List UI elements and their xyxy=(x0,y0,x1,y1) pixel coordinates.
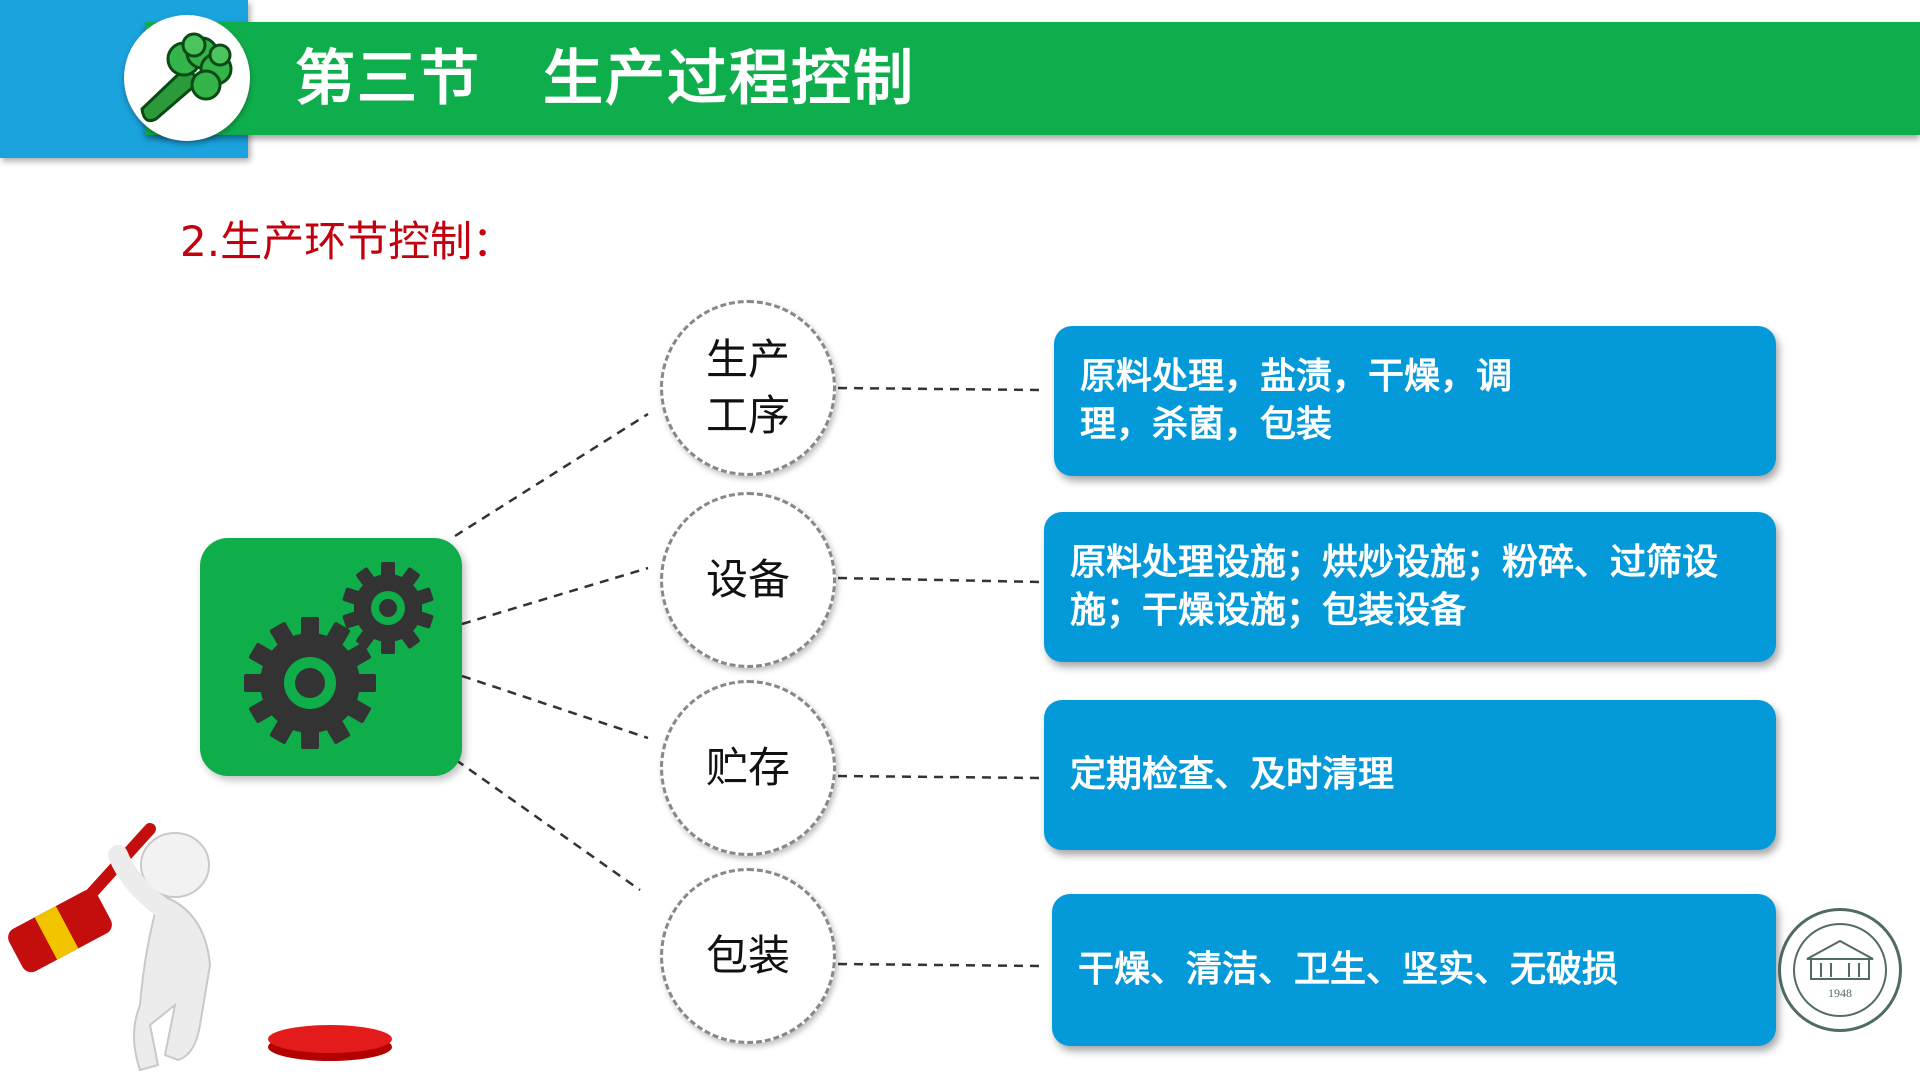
connector-right-4 xyxy=(838,964,1042,966)
detail-box-equipment: 原料处理设施；烘炒设施；粉碎、过筛设施；干燥设施；包装设备 xyxy=(1044,512,1776,662)
detail-text: 原料处理，盐渍，干燥，调理，杀菌，包装 xyxy=(1080,353,1520,449)
connector-left-3 xyxy=(462,676,648,738)
seal-emblem: 1948 xyxy=(1781,911,1899,1029)
connector-left-2 xyxy=(462,568,648,624)
seal-year: 1948 xyxy=(1828,986,1852,1000)
detail-box-production-process: 原料处理，盐渍，干燥，调理，杀菌，包装 xyxy=(1054,326,1776,476)
connector-right-2 xyxy=(838,578,1042,582)
connector-right-3 xyxy=(838,776,1042,778)
detail-text: 原料处理设施；烘炒设施；粉碎、过筛设施；干燥设施；包装设备 xyxy=(1070,539,1750,635)
detail-text: 定期检查、及时清理 xyxy=(1070,751,1394,799)
node-packaging: 包装 xyxy=(660,868,836,1044)
detail-box-storage: 定期检查、及时清理 xyxy=(1044,700,1776,850)
node-label: 设备 xyxy=(693,552,803,608)
node-equipment: 设备 xyxy=(660,492,836,668)
node-label: 包装 xyxy=(693,928,803,984)
university-seal: 1948 xyxy=(1778,908,1902,1032)
gears-icon xyxy=(200,538,462,776)
detail-text: 干燥、清洁、卫生、坚实、无破损 xyxy=(1078,946,1618,994)
connector-left-4 xyxy=(456,760,640,890)
node-storage: 贮存 xyxy=(660,680,836,856)
detail-box-packaging: 干燥、清洁、卫生、坚实、无破损 xyxy=(1052,894,1776,1046)
connector-left-1 xyxy=(455,414,648,536)
figure-hammer-icon xyxy=(0,815,410,1080)
node-label: 贮存 xyxy=(693,740,803,796)
node-production-process: 生产工序 xyxy=(660,300,836,476)
node-label: 生产工序 xyxy=(693,332,803,444)
gears-tile xyxy=(200,538,462,776)
connector-right-1 xyxy=(838,388,1042,390)
